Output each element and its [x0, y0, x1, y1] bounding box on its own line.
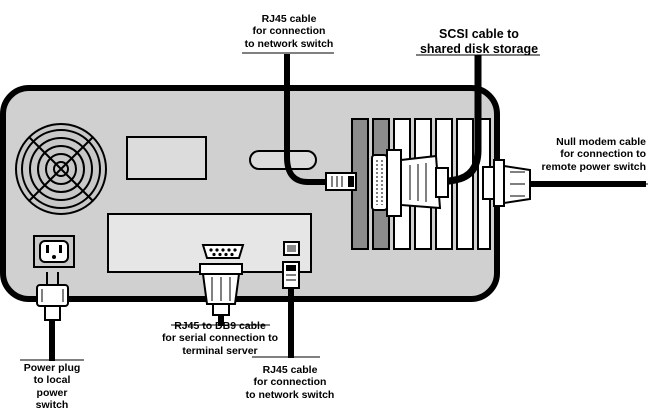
label-line: RJ45 cable [262, 364, 318, 376]
rj45-cable-top [284, 54, 330, 185]
blank-panel [126, 136, 207, 180]
label-line: to network switch [245, 388, 335, 401]
label-line: for serial connection to [161, 332, 279, 345]
power-plug-icon [36, 272, 69, 361]
scsi-cable [436, 55, 482, 187]
label-line: for connection [253, 376, 327, 389]
label-line: terminal server [182, 344, 258, 357]
rj45-port-icon [283, 241, 300, 256]
db9-port-icon [201, 244, 245, 259]
label-line: remote power switch [541, 160, 646, 173]
label-line: for connection to [560, 148, 646, 161]
label-scsi: SCSI cable to shared disk storage [415, 27, 543, 57]
rj45-db9-connector-icon [199, 263, 243, 326]
label-line: RJ45 to DB9 cable [174, 320, 266, 332]
label-rules [20, 52, 648, 361]
label-line: shared disk storage [419, 41, 539, 56]
label-line: RJ45 cable [261, 13, 317, 25]
label-rj45-bottom: RJ45 cable for connection to network swi… [240, 364, 340, 401]
label-line: to local [33, 374, 71, 387]
power-inlet-icon [33, 235, 75, 268]
label-line: Null modem cable [556, 136, 646, 148]
scsi-connector-icon [371, 149, 449, 217]
null-modem-connector-icon [482, 159, 531, 207]
label-line: SCSI cable to [439, 27, 519, 41]
label-rj45-db9: RJ45 to DB9 cable for serial connection … [152, 320, 288, 357]
rj45-plug-bottom-icon [282, 261, 300, 358]
label-line: Power plug [23, 362, 81, 374]
label-line: switch [35, 399, 69, 412]
label-rj45-top: RJ45 cable for connection to network swi… [240, 13, 338, 50]
rj45-plug-top-icon [325, 172, 357, 191]
label-line: for connection [252, 25, 326, 38]
label-null-modem: Null modem cable for connection to remot… [534, 136, 646, 173]
io-panel [107, 213, 312, 273]
chassis-slot [249, 150, 317, 170]
label-line: to network switch [244, 37, 334, 50]
fan-grille-icon [15, 123, 107, 215]
label-line: power [36, 386, 68, 399]
label-power-plug: Power plug to local power switch [14, 362, 90, 412]
